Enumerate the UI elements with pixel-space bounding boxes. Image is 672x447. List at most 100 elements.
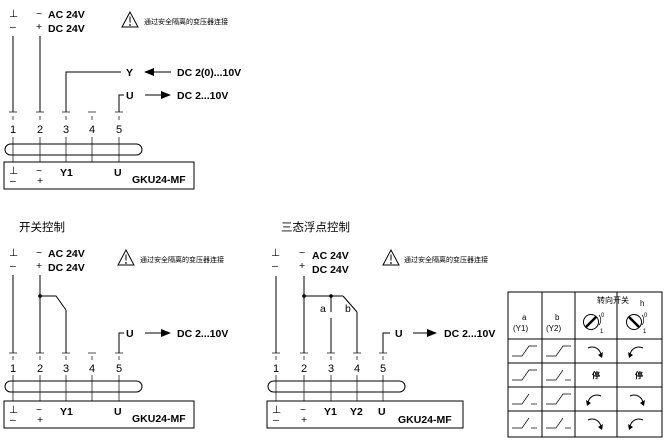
right-switch-b-label: b (345, 303, 351, 315)
dial-left-zero: 0 (601, 313, 605, 319)
top-terminal-4: 4 (89, 124, 95, 136)
left-terminal-2: 2 (37, 363, 43, 375)
left-box-plus: + (37, 414, 43, 426)
right-terminal-ticks (272, 352, 387, 360)
right-supply-gnd: ⊥ (271, 247, 280, 259)
table-direction-h: h (640, 299, 644, 308)
top-box-gnd: ⊥ (9, 165, 18, 177)
right-supply-dc: DC 24V (312, 264, 349, 276)
right-box-model: GKU24-MF (398, 414, 452, 426)
left-box-tilde: ~ (36, 404, 42, 416)
left-switch (40, 295, 67, 311)
right-box-y1: Y1 (324, 406, 337, 418)
left-box-y1: Y1 (60, 406, 73, 418)
right-signal-u: U (395, 328, 403, 340)
top-cable-wires (12, 137, 120, 162)
top-wire-5 (118, 94, 124, 112)
right-box-plus: + (301, 414, 307, 426)
left-cable (4, 380, 143, 393)
top-signal-u: U (126, 90, 134, 102)
right-wire-5 (382, 332, 390, 353)
left-box-model: GKU24-MF (132, 413, 186, 425)
top-box-y1: Y1 (60, 167, 73, 179)
left-cable-wires (12, 375, 120, 401)
top-supply-tilde: ~ (36, 8, 42, 20)
left-warning-text: 通过安全隔离的变压器连接 (140, 255, 224, 264)
right-junction-1 (302, 294, 306, 298)
left-junction (38, 294, 42, 298)
right-box-tilde: ~ (300, 404, 306, 416)
warning-icon (117, 248, 135, 266)
top-supply-minus: – (10, 21, 16, 33)
left-box-u: U (114, 406, 122, 418)
top-signal-y: Y (126, 67, 133, 79)
rotate-ccw-icon (628, 346, 644, 358)
top-cable (4, 143, 143, 156)
rotate-cw-icon (587, 418, 603, 430)
table-stop-left: 停 (592, 370, 600, 380)
right-terminal-4: 4 (354, 363, 360, 375)
right-box-gnd: ⊥ (272, 404, 281, 416)
right-supply-tilde: ~ (299, 247, 305, 259)
top-wire-3 (65, 71, 121, 112)
left-supply-dc: DC 24V (48, 262, 85, 274)
right-diagram: 三态浮点控制 ⊥ – ~ + AC 24V DC 24V 通过安全隔离的变压器连… (266, 220, 495, 429)
top-actuator-box (3, 161, 195, 190)
direction-table: a (Y1) b (Y2) 转向开关 h 0 1 0 1 (507, 291, 663, 438)
dial-icon (583, 314, 602, 330)
dial-icon (626, 314, 645, 330)
left-diagram: 开关控制 ⊥ – ~ + AC 24V DC 24V 通过安全隔离的变压器连接 … (3, 220, 228, 429)
top-supply-dc: DC 24V (48, 23, 85, 35)
left-supply-minus: – (10, 260, 16, 272)
rotate-cw-icon (587, 346, 603, 358)
rotate-ccw-icon (586, 394, 602, 406)
right-title: 三态浮点控制 (281, 220, 350, 234)
rotate-ccw-icon (628, 418, 644, 430)
table-stop-right: 停 (635, 370, 643, 380)
left-signal-u: U (126, 328, 134, 340)
top-terminal-3: 3 (63, 124, 69, 136)
left-supply-plus: + (36, 260, 42, 272)
right-signal-u-value: DC 2...10V (444, 328, 495, 340)
left-signal-u-value: DC 2...10V (177, 328, 228, 340)
top-terminal-2: 2 (37, 124, 43, 136)
top-warning-text: 通过安全隔离的变压器连接 (144, 17, 228, 26)
switch-state-icons (512, 345, 571, 429)
dial-right-one: 1 (643, 329, 647, 335)
right-switch-b (342, 295, 358, 313)
left-title: 开关控制 (19, 220, 65, 234)
left-supply-ac: AC 24V (48, 248, 85, 260)
left-box-gnd: ⊥ (9, 404, 18, 416)
top-supply-gnd: ⊥ (9, 8, 18, 20)
left-terminal-5: 5 (116, 363, 122, 375)
right-box-u: U (378, 406, 386, 418)
left-wire-5 (118, 332, 124, 353)
right-terminal-2: 2 (301, 363, 307, 375)
top-box-plus: + (37, 175, 43, 187)
right-box-minus: – (273, 414, 279, 426)
left-supply-tilde: ~ (36, 247, 42, 259)
left-terminal-1: 1 (10, 363, 16, 375)
right-supply-minus: – (272, 260, 278, 272)
right-supply-ac: AC 24V (312, 250, 349, 262)
left-box-minus: – (10, 414, 16, 426)
top-supply-plus: + (36, 21, 42, 33)
rotate-cw-icon (629, 394, 645, 406)
left-terminal-3: 3 (63, 363, 69, 375)
top-box-minus: – (10, 175, 16, 187)
right-terminal-5: 5 (380, 363, 386, 375)
dial-right-zero: 0 (644, 313, 648, 319)
warning-icon (121, 10, 139, 28)
table-col-b: b (555, 313, 560, 322)
table-col-a-sub: (Y1) (513, 324, 528, 333)
right-terminal-1: 1 (273, 363, 279, 375)
right-actuator-box (266, 400, 464, 429)
top-terminal-5: 5 (116, 124, 122, 136)
table-direction-switch: 转向开关 (597, 295, 629, 305)
dial-left-one: 1 (600, 329, 604, 335)
right-supply-plus: + (299, 260, 305, 272)
top-box-tilde: ~ (36, 165, 42, 177)
table-col-b-sub: (Y2) (546, 324, 561, 333)
right-terminal-3: 3 (328, 363, 334, 375)
